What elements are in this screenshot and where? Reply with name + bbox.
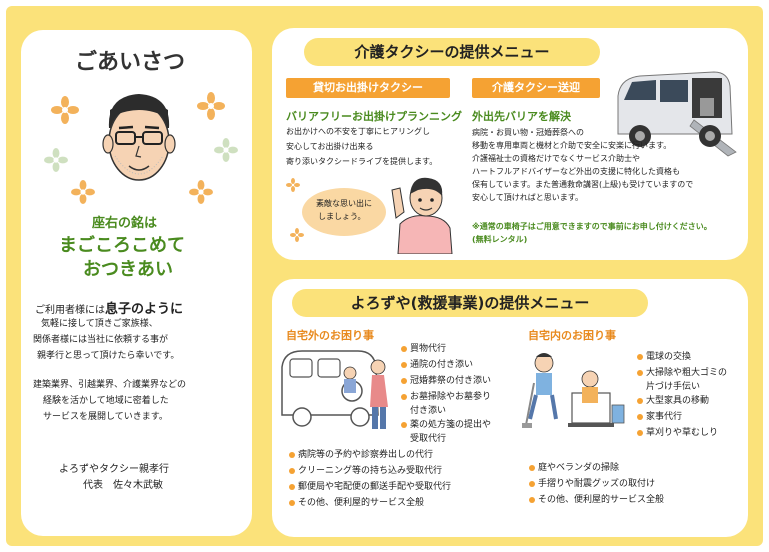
flower-icon: [51, 96, 79, 124]
transfer-text-5: 保有しています。また普通救命講習(上級)も受けていますので: [472, 180, 694, 189]
intro-line-3: 関係者様には当社に依頼する事が: [33, 335, 169, 345]
transfer-heading: 外出先バリアを解決: [472, 110, 571, 123]
business-line-2: 経験を活かして地域に密着した: [43, 396, 169, 406]
transfer-text-3: 介護福祉士の資格だけでなくサービス介助士や: [472, 154, 640, 163]
taxi-menu-panel: 介護タクシーの提供メニュー 貸切お出掛けタクシー 介護タクシー送迎 バリアフリー…: [272, 28, 748, 260]
charter-text-2: 安心してお出掛け出来る: [286, 142, 374, 151]
inside-list-item: 庭やベランダの掃除: [528, 463, 620, 473]
bubble-text-2: しましょう。: [318, 212, 366, 221]
outside-item: 薬の処方箋の提出や: [400, 420, 492, 430]
outside-item-cont: 受取代行: [410, 434, 447, 444]
outside-item-cont: 付き添い: [410, 406, 447, 416]
flower-icon: [44, 148, 68, 172]
inside-item: 大掃除や粗大ゴミの: [636, 368, 728, 378]
inside-item: 家事代行: [636, 412, 683, 422]
outside-item: 冠婚葬祭の付き添い: [400, 376, 492, 386]
driver-illustration: [391, 177, 453, 254]
charter-text-3: 寄り添いタクシードライブを提供します。: [286, 157, 438, 166]
greeting-panel: ごあいさつ 座右の銘は まごころこめて おつきあい ご利用者様には息子のように: [21, 30, 252, 536]
tab-charter-taxi: 貸切お出掛けタクシー: [286, 78, 450, 98]
flower-icon: [71, 180, 95, 204]
charter-heading: バリアフリーお出掛けプランニング: [286, 110, 462, 123]
transfer-text-1: 病院・お買い物・冠婚葬祭への: [472, 128, 584, 137]
flower-icon: [197, 92, 225, 120]
outside-list-item: 病院等の予約や診察券出しの代行: [288, 450, 434, 460]
transfer-text-4: ハートフルアドバイザーなど外出の支援に特化した資格も: [472, 167, 680, 176]
motto-line-2: おつきあい: [83, 259, 173, 280]
bubble-text-1: 素敵な思い出に: [316, 199, 372, 208]
outside-item: 買物代行: [400, 344, 447, 354]
inside-item: 大型家具の移動: [636, 396, 710, 406]
outside-item: 通院の付き添い: [400, 360, 474, 370]
outside-list-item: その他、便利屋的サービス全般: [288, 498, 425, 508]
welfare-van-illustration: [617, 71, 737, 157]
intro-line-2: 気軽に接して頂きご家族様、: [41, 319, 158, 329]
inside-list-item: 手摺りや耐震グッズの取付け: [528, 479, 656, 489]
outside-list-item: クリーニング等の持ち込み受取代行: [288, 466, 443, 476]
outside-item: お墓掃除やお墓参り: [400, 392, 492, 402]
flower-icon: [214, 138, 238, 162]
representative-portrait: [102, 94, 176, 181]
intro-line-4: 親孝行と思って頂けたら幸いです。: [37, 351, 180, 361]
intro-text: ご利用者様には: [35, 305, 105, 316]
transfer-text-6: 安心して頂ければと思います。: [472, 193, 583, 202]
outside-help-illustration: [281, 350, 388, 429]
motto-label: 座右の銘は: [92, 216, 158, 231]
motto-line-1: まごころこめて: [59, 235, 185, 256]
flower-icon: [189, 180, 213, 204]
inside-item: 草刈りや草むしり: [636, 428, 719, 438]
business-line-1: 建築業界、引越業界、介護業界などの: [33, 380, 187, 390]
inside-item-cont: 片づけ手伝い: [646, 382, 701, 392]
transfer-text-2: 移動を専用車両と機材と介助で安全に安楽に行います。: [472, 141, 672, 150]
inside-list-item: その他、便利屋的サービス全般: [528, 495, 665, 505]
greeting-title: ごあいさつ: [75, 50, 186, 75]
outside-list-item: 郵便局や宅配便の郵送手配や受取代行: [288, 482, 452, 492]
intro-emphasis: 息子のように: [105, 302, 184, 317]
tab-care-taxi: 介護タクシー送迎: [472, 78, 600, 98]
rescue-menu-title: よろずや(救援事業)の提供メニュー: [292, 289, 648, 317]
company-name: よろずやタクシー親孝行: [59, 464, 169, 475]
inside-help-illustration: [522, 353, 625, 428]
taxi-menu-title: 介護タクシーの提供メニュー: [304, 38, 600, 66]
speech-bubble: [302, 188, 386, 236]
inside-heading: 自宅内のお困り事: [528, 329, 616, 342]
charter-text-1: お出かけへの不安を丁寧にヒアリングし: [286, 127, 430, 136]
flower-icon: [286, 178, 300, 192]
business-line-3: サービスを展開していきます。: [43, 412, 168, 422]
outside-heading: 自宅外のお困り事: [286, 329, 374, 342]
representative-name: 代表 佐々木武敏: [83, 480, 163, 491]
wheelchair-note-1: ※通常の車椅子はご用意できますので事前にお申し付けください。: [472, 222, 712, 231]
flower-icon: [290, 228, 304, 242]
wheelchair-note-2: (無料レンタル): [472, 235, 528, 244]
intro-line-1: ご利用者様には息子のように: [35, 298, 183, 317]
rescue-menu-panel: よろずや(救援事業)の提供メニュー 自宅外のお困り事 自宅内のお困り事 買物代行…: [272, 279, 748, 537]
inside-item: 電球の交換: [636, 352, 692, 362]
